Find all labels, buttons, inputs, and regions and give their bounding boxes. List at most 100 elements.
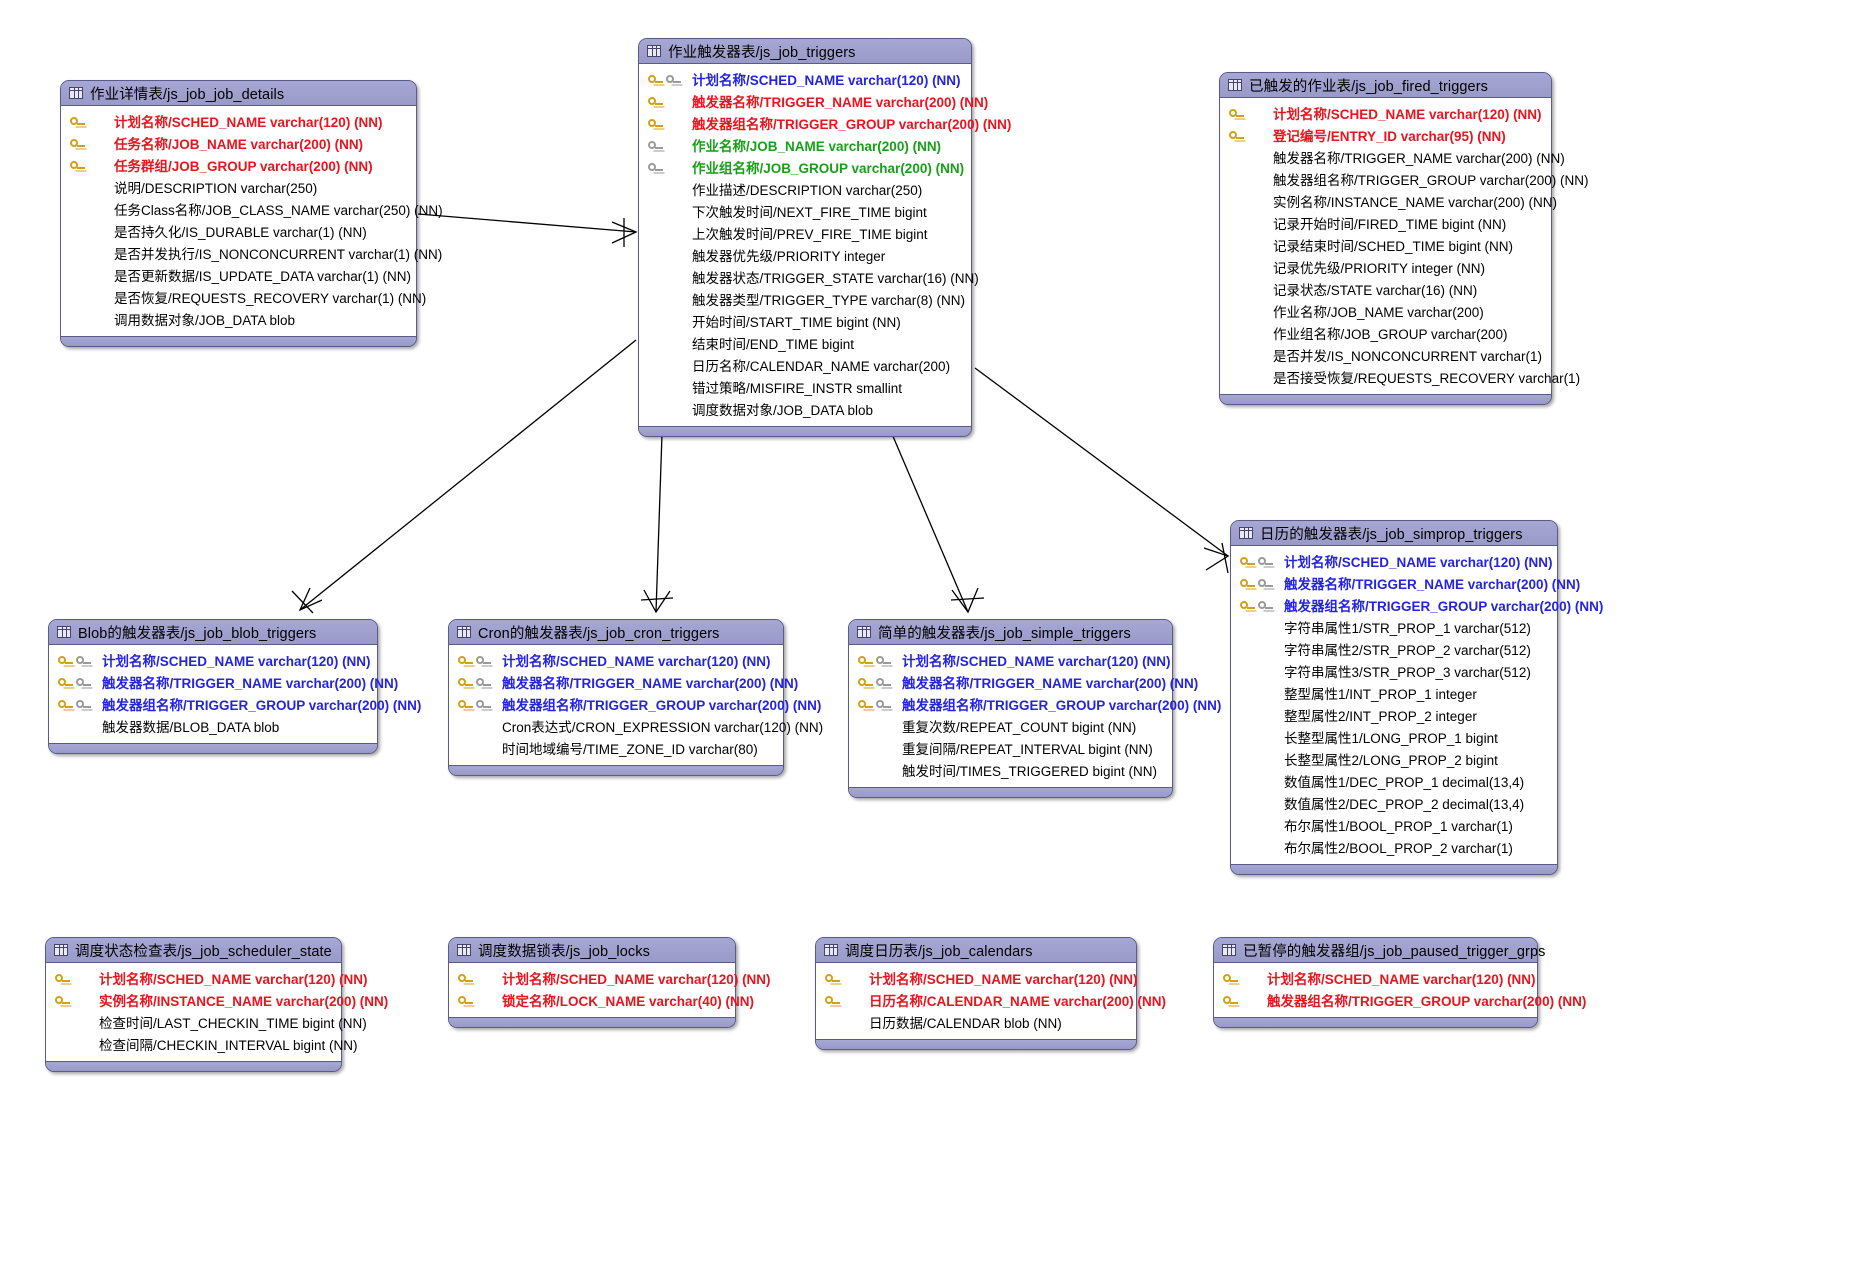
field-row[interactable]: 是否持久化/IS_DURABLE varchar(1) (NN) [61,221,416,243]
field-row[interactable]: 计划名称/SCHED_NAME varchar(120) (NN) [49,650,377,672]
field-row[interactable]: Cron表达式/CRON_EXPRESSION varchar(120) (NN… [449,716,823,738]
field-row[interactable]: 触发器名称/TRIGGER_NAME varchar(200) (NN) [49,672,398,694]
field-row[interactable]: 计划名称/SCHED_NAME varchar(120) (NN) [849,650,1172,672]
field-row[interactable]: 检查间隔/CHECKIN_INTERVAL bigint (NN) [46,1034,358,1056]
table-header-fired_triggers[interactable]: 已触发的作业表/js_job_fired_triggers [1220,73,1551,98]
field-row[interactable]: 触发器名称/TRIGGER_NAME varchar(200) (NN) [449,672,798,694]
field-row[interactable]: 触发器组名称/TRIGGER_GROUP varchar(200) (NN) [1214,990,1586,1012]
table-header-simprop_triggers[interactable]: 日历的触发器表/js_job_simprop_triggers [1231,521,1557,546]
field-row[interactable]: 字符串属性3/STR_PROP_3 varchar(512) [1231,661,1557,683]
table-header-blob_triggers[interactable]: Blob的触发器表/js_job_blob_triggers [49,620,377,645]
field-row[interactable]: 记录开始时间/FIRED_TIME bigint (NN) [1220,213,1551,235]
field-row[interactable]: 说明/DESCRIPTION varchar(250) [61,177,416,199]
field-row[interactable]: 整型属性2/INT_PROP_2 integer [1231,705,1557,727]
table-header-calendars[interactable]: 调度日历表/js_job_calendars [816,938,1136,963]
field-row[interactable]: 触发器组名称/TRIGGER_GROUP varchar(200) (NN) [639,113,1011,135]
field-row[interactable]: 登记编号/ENTRY_ID varchar(95) (NN) [1220,125,1551,147]
field-row[interactable]: 布尔属性2/BOOL_PROP_2 varchar(1) [1231,837,1557,859]
field-row[interactable]: 触发器名称/TRIGGER_NAME varchar(200) (NN) [1231,573,1580,595]
field-row[interactable]: 整型属性1/INT_PROP_1 integer [1231,683,1557,705]
field-row[interactable]: 日历名称/CALENDAR_NAME varchar(200) (NN) [816,990,1166,1012]
field-row[interactable]: 布尔属性1/BOOL_PROP_1 varchar(1) [1231,815,1557,837]
table-header-locks[interactable]: 调度数据锁表/js_job_locks [449,938,735,963]
table-job_triggers[interactable]: 作业触发器表/js_job_triggers 计划名称/SCHED_NAME va… [638,38,1011,437]
field-row[interactable]: 触发时间/TIMES_TRIGGERED bigint (NN) [849,760,1172,782]
field-row[interactable]: 计划名称/SCHED_NAME varchar(120) (NN) [61,111,416,133]
field-row[interactable]: 触发器组名称/TRIGGER_GROUP varchar(200) (NN) [49,694,421,716]
field-row[interactable]: 是否并发执行/IS_NONCONCURRENT varchar(1) (NN) [61,243,442,265]
field-row[interactable]: 触发器组名称/TRIGGER_GROUP varchar(200) (NN) [1220,169,1589,191]
table-header-job_triggers[interactable]: 作业触发器表/js_job_triggers [639,39,971,64]
field-row[interactable]: 任务名称/JOB_NAME varchar(200) (NN) [61,133,416,155]
field-row[interactable]: 任务群组/JOB_GROUP varchar(200) (NN) [61,155,416,177]
field-row[interactable]: 触发器类型/TRIGGER_TYPE varchar(8) (NN) [639,289,971,311]
table-calendars[interactable]: 调度日历表/js_job_calendars 计划名称/SCHED_NAME va… [815,937,1166,1050]
table-header-paused_trigger_grps[interactable]: 已暂停的触发器组/js_job_paused_trigger_grps [1214,938,1545,963]
field-row[interactable]: 触发器组名称/TRIGGER_GROUP varchar(200) (NN) [849,694,1221,716]
field-row[interactable]: 是否并发/IS_NONCONCURRENT varchar(1) [1220,345,1551,367]
field-row[interactable]: 日历数据/CALENDAR blob (NN) [816,1012,1136,1034]
table-header-simple_triggers[interactable]: 简单的触发器表/js_job_simple_triggers [849,620,1172,645]
field-row[interactable]: 作业名称/JOB_NAME varchar(200) [1220,301,1551,323]
field-row[interactable]: 计划名称/SCHED_NAME varchar(120) (NN) [1220,103,1551,125]
field-row[interactable]: 触发器状态/TRIGGER_STATE varchar(16) (NN) [639,267,979,289]
field-row[interactable]: 计划名称/SCHED_NAME varchar(120) (NN) [46,968,368,990]
table-locks[interactable]: 调度数据锁表/js_job_locks 计划名称/SCHED_NAME varch… [448,937,771,1028]
field-row[interactable]: 重复间隔/REPEAT_INTERVAL bigint (NN) [849,738,1172,760]
field-row[interactable]: 记录优先级/PRIORITY integer (NN) [1220,257,1551,279]
field-row[interactable]: 计划名称/SCHED_NAME varchar(120) (NN) [449,968,771,990]
field-row[interactable]: 数值属性2/DEC_PROP_2 decimal(13,4) [1231,793,1557,815]
table-paused_trigger_grps[interactable]: 已暂停的触发器组/js_job_paused_trigger_grps 计划名称/… [1213,937,1586,1028]
field-row[interactable]: 调度数据对象/JOB_DATA blob [639,399,971,421]
field-row[interactable]: 作业组名称/JOB_GROUP varchar(200) [1220,323,1551,345]
table-fired_triggers[interactable]: 已触发的作业表/js_job_fired_triggers 计划名称/SCHED_… [1219,72,1589,405]
field-row[interactable]: 是否恢复/REQUESTS_RECOVERY varchar(1) (NN) [61,287,426,309]
table-blob_triggers[interactable]: Blob的触发器表/js_job_blob_triggers 计划名称/SCHED… [48,619,421,754]
field-row[interactable]: 日历名称/CALENDAR_NAME varchar(200) [639,355,971,377]
field-row[interactable]: 实例名称/INSTANCE_NAME varchar(200) (NN) [1220,191,1557,213]
field-row[interactable]: 作业描述/DESCRIPTION varchar(250) [639,179,971,201]
field-row[interactable]: 时间地域编号/TIME_ZONE_ID varchar(80) [449,738,783,760]
field-row[interactable]: 计划名称/SCHED_NAME varchar(120) (NN) [816,968,1138,990]
field-row[interactable]: 计划名称/SCHED_NAME varchar(120) (NN) [639,69,971,91]
field-row[interactable]: 计划名称/SCHED_NAME varchar(120) (NN) [449,650,783,672]
field-row[interactable]: 字符串属性1/STR_PROP_1 varchar(512) [1231,617,1557,639]
field-row[interactable]: 检查时间/LAST_CHECKIN_TIME bigint (NN) [46,1012,367,1034]
field-row[interactable]: 触发器组名称/TRIGGER_GROUP varchar(200) (NN) [449,694,821,716]
field-row[interactable]: 数值属性1/DEC_PROP_1 decimal(13,4) [1231,771,1557,793]
field-row[interactable]: 字符串属性2/STR_PROP_2 varchar(512) [1231,639,1557,661]
field-row[interactable]: 实例名称/INSTANCE_NAME varchar(200) (NN) [46,990,388,1012]
field-row[interactable]: 触发器组名称/TRIGGER_GROUP varchar(200) (NN) [1231,595,1603,617]
field-row[interactable]: 记录结束时间/SCHED_TIME bigint (NN) [1220,235,1551,257]
field-row[interactable]: 是否接受恢复/REQUESTS_RECOVERY varchar(1) [1220,367,1580,389]
field-row[interactable]: 长整型属性1/LONG_PROP_1 bigint [1231,727,1557,749]
field-row[interactable]: 上次触发时间/PREV_FIRE_TIME bigint [639,223,971,245]
field-row[interactable]: 结束时间/END_TIME bigint [639,333,971,355]
field-row[interactable]: 任务Class名称/JOB_CLASS_NAME varchar(250) (N… [61,199,443,221]
field-row[interactable]: 重复次数/REPEAT_COUNT bigint (NN) [849,716,1172,738]
table-header-scheduler_state[interactable]: 调度状态检查表/js_job_scheduler_state [46,938,341,963]
field-row[interactable]: 是否更新数据/IS_UPDATE_DATA varchar(1) (NN) [61,265,416,287]
field-row[interactable]: 触发器名称/TRIGGER_NAME varchar(200) (NN) [639,91,988,113]
field-row[interactable]: 触发器数据/BLOB_DATA blob [49,716,377,738]
field-row[interactable]: 作业名称/JOB_NAME varchar(200) (NN) [639,135,971,157]
field-row[interactable]: 锁定名称/LOCK_NAME varchar(40) (NN) [449,990,754,1012]
table-header-job_details[interactable]: 作业详情表/js_job_job_details [61,81,416,106]
field-row[interactable]: 错过策略/MISFIRE_INSTR smallint [639,377,971,399]
table-header-cron_triggers[interactable]: Cron的触发器表/js_job_cron_triggers [449,620,783,645]
field-row[interactable]: 下次触发时间/NEXT_FIRE_TIME bigint [639,201,971,223]
table-cron_triggers[interactable]: Cron的触发器表/js_job_cron_triggers 计划名称/SCHED… [448,619,823,776]
field-row[interactable]: 调用数据对象/JOB_DATA blob [61,309,416,331]
field-row[interactable]: 开始时间/START_TIME bigint (NN) [639,311,971,333]
field-row[interactable]: 触发器优先级/PRIORITY integer [639,245,971,267]
table-simprop_triggers[interactable]: 日历的触发器表/js_job_simprop_triggers 计划名称/SCHE… [1230,520,1603,875]
field-row[interactable]: 计划名称/SCHED_NAME varchar(120) (NN) [1231,551,1557,573]
field-row[interactable]: 计划名称/SCHED_NAME varchar(120) (NN) [1214,968,1537,990]
field-row[interactable]: 作业组名称/JOB_GROUP varchar(200) (NN) [639,157,971,179]
table-job_details[interactable]: 作业详情表/js_job_job_details 计划名称/SCHED_NAME … [60,80,443,347]
table-scheduler_state[interactable]: 调度状态检查表/js_job_scheduler_state 计划名称/SCHED… [45,937,388,1072]
field-row[interactable]: 触发器名称/TRIGGER_NAME varchar(200) (NN) [849,672,1198,694]
field-row[interactable]: 触发器名称/TRIGGER_NAME varchar(200) (NN) [1220,147,1565,169]
table-simple_triggers[interactable]: 简单的触发器表/js_job_simple_triggers 计划名称/SCHED… [848,619,1221,798]
field-row[interactable]: 长整型属性2/LONG_PROP_2 bigint [1231,749,1557,771]
